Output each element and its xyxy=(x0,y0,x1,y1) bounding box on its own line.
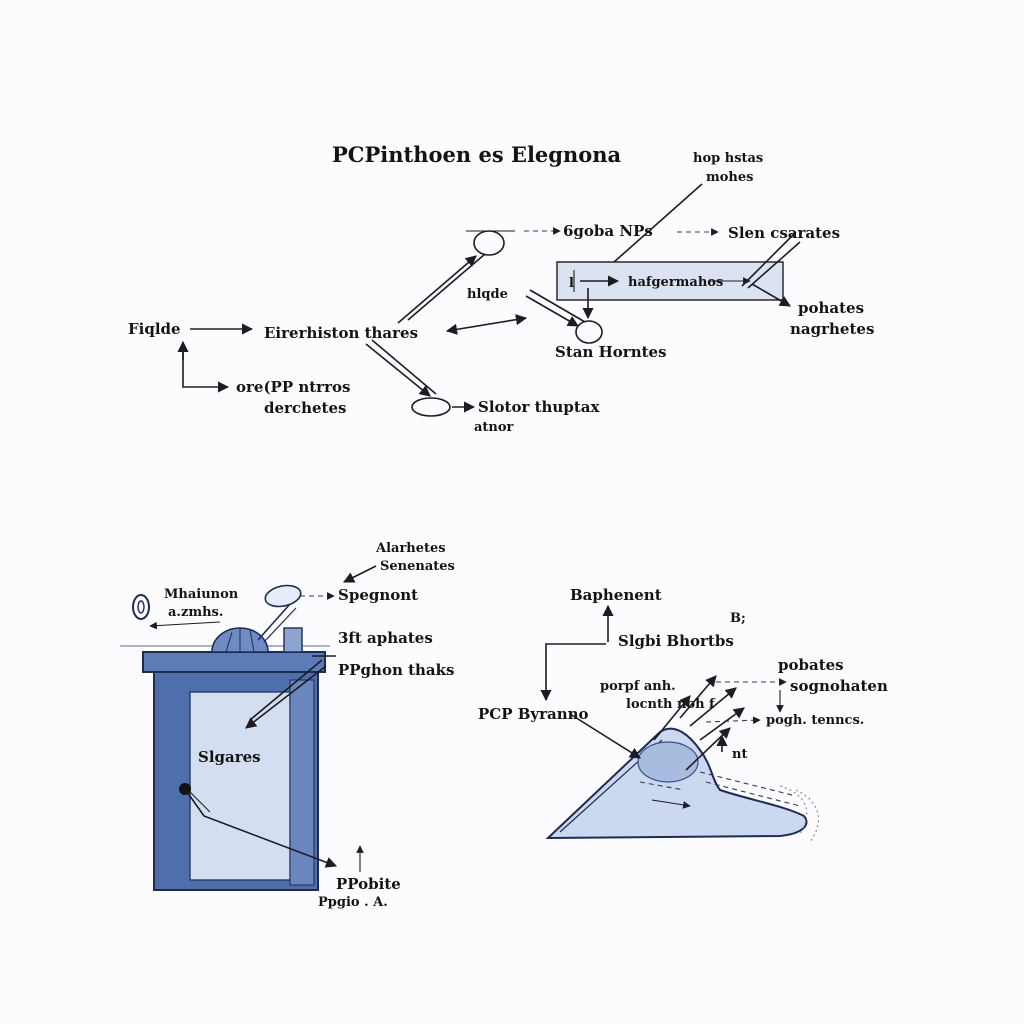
dial-icon xyxy=(132,594,150,620)
box-label: hafgermahos xyxy=(628,275,723,290)
machine-left-label-1: Mhaiunon xyxy=(164,587,239,602)
arrow-center-to-top-node xyxy=(397,255,477,324)
wedge-dot-2 xyxy=(779,785,808,835)
arrow-wedge-bottom xyxy=(651,799,691,809)
mid-node-circle xyxy=(575,320,603,344)
arrow-knob-to-label xyxy=(184,788,338,868)
dial-icon-inner xyxy=(137,600,145,614)
arrow-pin-to-panel-2 xyxy=(249,659,323,721)
right-label-1: pohates xyxy=(798,299,864,317)
arrow-wedge-left xyxy=(569,713,641,759)
gear-spoke-3 xyxy=(249,629,255,653)
arrow-mid-to-node xyxy=(525,295,579,327)
arrow-mid-to-node-2 xyxy=(529,289,586,323)
wedge-sub-label-2: locnth noh f xyxy=(626,697,716,712)
wedge-illustration: Baphenent B; Slgbi Bhortbs PCP Byranno p… xyxy=(478,586,888,843)
gear-spoke-1 xyxy=(225,631,233,653)
wedge-sub-label-1: porpf anh. xyxy=(600,679,676,694)
branch-label-1: ore(PP ntrros xyxy=(236,378,350,396)
machine-left-label-2: a.zmhs. xyxy=(168,605,223,620)
machine-bottom-label-1: PPobite xyxy=(336,875,401,893)
eyepiece-lens xyxy=(264,584,302,608)
pin-label-2: PPghon thaks xyxy=(338,661,454,679)
left-input-label: Fiqlde xyxy=(128,320,181,338)
bottom-node-circle xyxy=(411,397,451,417)
machine-top-plate xyxy=(142,651,326,673)
arrow-wedge-right-2 xyxy=(705,716,761,725)
wedge-right-label-3: pogh. tenncs. xyxy=(766,713,864,728)
box-diagonal-1 xyxy=(741,231,797,287)
arrow-center-to-mid xyxy=(445,314,528,335)
mid-node-label: Stan Horntes xyxy=(555,343,667,361)
top-node-circle xyxy=(473,230,505,256)
wedge-inner-label: nt xyxy=(732,747,747,762)
wedge-right-label-1: pobates xyxy=(778,656,844,674)
pin-label-1: 3ft aphates xyxy=(338,629,433,647)
knob-lever xyxy=(189,791,211,813)
arrow-pin-to-panel xyxy=(245,665,327,729)
machine-post xyxy=(283,627,303,653)
panel-label: Slgares xyxy=(198,748,261,766)
arrow-center-to-bottom-node-2 xyxy=(371,339,437,395)
eyepiece-arm-2 xyxy=(263,607,297,643)
top-right-label: Slen csarates xyxy=(728,224,840,242)
arrow-center-to-bottom-node xyxy=(365,343,431,397)
wedge-bump xyxy=(637,741,699,783)
wedge-dash-3 xyxy=(639,781,685,791)
machine-top-label-1: Alarhetes xyxy=(375,541,446,556)
bottom-label-1: Slotor thuptax xyxy=(478,398,600,416)
arrow-wedge-elbow xyxy=(540,643,606,702)
callout-label-2: mohes xyxy=(706,170,753,185)
arrow-box-to-right xyxy=(751,283,791,307)
flow-diagram: Fiqlde Eirerhiston thares ore(PP ntrros … xyxy=(128,151,874,435)
arrow-center-to-top-node-2 xyxy=(407,253,486,321)
arrow-left-label xyxy=(149,621,221,630)
wedge-dash-1 xyxy=(699,771,797,797)
machine-top-label-2: Senenates xyxy=(380,559,455,574)
wedge-body xyxy=(545,727,808,840)
arrow-top-label xyxy=(342,565,377,583)
machine-side xyxy=(289,679,315,886)
arrow-wedge-up-1 xyxy=(679,675,717,719)
wedge-top-label: Baphenent xyxy=(570,586,662,604)
arrow-wedge-up-2 xyxy=(689,687,737,727)
wedge-left-label: PCP Byranno xyxy=(478,705,589,723)
wedge-dash-2 xyxy=(705,781,801,807)
box-diagonal-2 xyxy=(747,241,801,289)
machine-panel xyxy=(189,691,291,881)
machine-illustration: Slgares Alarhetes Senenates Mhaiunon a.z… xyxy=(120,541,455,910)
arrow-wedge-up-5 xyxy=(653,695,691,741)
wedge-dot-1 xyxy=(795,789,819,843)
eyepiece-arm xyxy=(257,603,291,641)
right-label-2: nagrhetes xyxy=(790,320,874,338)
wedge-mid-label: Slgbi Bhortbs xyxy=(618,632,734,650)
callout-label-1: hop hstas xyxy=(693,151,763,166)
center-label: Eirerhiston thares xyxy=(264,324,418,342)
arrow-wedge-up-3 xyxy=(699,707,745,741)
diagram-title: PCPinthoen es Elegnona xyxy=(332,142,622,167)
wedge-right-label-2: sognohaten xyxy=(790,677,888,695)
elbow-arrow xyxy=(182,344,230,393)
machine-bottom-label-2: Ppgio . A. xyxy=(318,895,388,910)
eye-label: Spegnont xyxy=(338,586,418,604)
box-left-mark: l xyxy=(569,276,574,291)
top-node-label: 6goba NPs xyxy=(563,222,653,240)
mid-label: hlqde xyxy=(467,287,508,302)
wedge-mark: B; xyxy=(730,611,746,626)
branch-label-2: derchetes xyxy=(264,399,346,417)
bottom-label-2: atnor xyxy=(474,420,514,435)
